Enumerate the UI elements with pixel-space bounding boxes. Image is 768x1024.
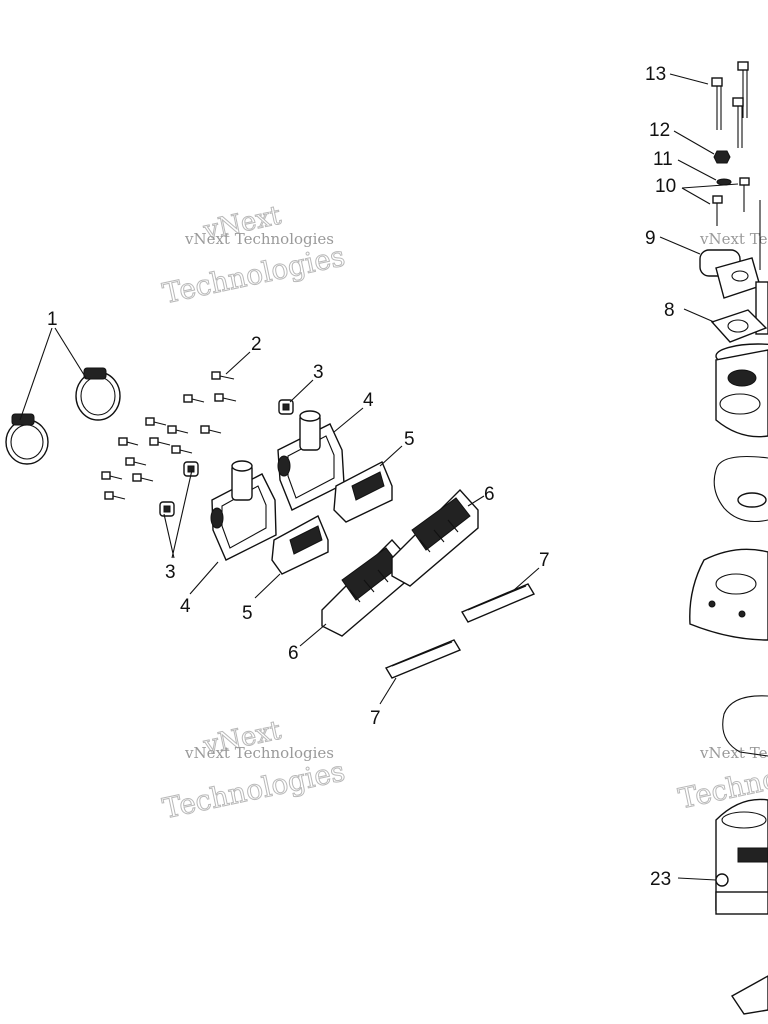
- callout-8: 8: [664, 300, 675, 321]
- nut-washer: [713, 150, 732, 186]
- callout-4-upper: 4: [363, 390, 374, 411]
- base-gasket: [722, 695, 768, 757]
- callout-1: 1: [47, 309, 58, 330]
- plug-fitting: [715, 873, 729, 887]
- fitting-upper: [278, 399, 294, 415]
- hose-clamp-lower: [5, 413, 49, 465]
- callout-6-upper: 6: [484, 484, 495, 505]
- reed-block-lower: [321, 538, 411, 637]
- reed-spacer-upper: [333, 461, 393, 523]
- watermark-top-left: vNext vNext Technologies Technologies: [159, 200, 348, 311]
- callout-3-upper: 3: [313, 362, 324, 383]
- svg-text:vNext Technologies: vNext Technologies: [184, 230, 334, 248]
- callout-5-upper: 5: [404, 429, 415, 450]
- callout-10: 10: [655, 176, 676, 197]
- head-bolts-long: [711, 61, 749, 148]
- hose-clamp-upper: [75, 367, 121, 421]
- crankcase-upper: [715, 798, 768, 915]
- callout-2: 2: [251, 334, 262, 355]
- callout-6-lower: 6: [288, 643, 299, 664]
- bottom-plate: [730, 975, 768, 1015]
- svg-text:vNext Te: vNext Te: [699, 230, 768, 248]
- svg-text:vNext Te: vNext Te: [699, 744, 768, 762]
- svg-text:Technologies: Technologies: [160, 239, 348, 310]
- head-gasket-ring: [713, 455, 768, 523]
- thermostat-gasket: [710, 309, 768, 343]
- bolt-group: [101, 371, 237, 500]
- callout-11: 11: [653, 149, 673, 170]
- reed-plate-lower: [384, 639, 462, 679]
- callout-13: 13: [645, 64, 666, 85]
- callout-4-lower: 4: [180, 596, 191, 617]
- reed-spacer-lower: [271, 515, 329, 575]
- leader-lines: [19, 73, 739, 881]
- adaptor-flange-lower: [210, 460, 277, 561]
- thermostat-housing: [699, 249, 768, 335]
- callout-labels: 1 2 3 3 4 4 5 5 6 6 7 7 8 9 10 11 12 13 …: [47, 64, 676, 890]
- cylinder-block: [689, 548, 768, 641]
- callout-7-lower: 7: [370, 708, 381, 729]
- cylinder-head: [715, 343, 768, 438]
- adaptor-flange-upper: [277, 410, 345, 511]
- reed-plate-upper: [460, 583, 536, 623]
- fitting-lower: [159, 501, 175, 517]
- callout-5-lower: 5: [242, 603, 253, 624]
- callout-7-upper: 7: [539, 550, 550, 571]
- callout-23: 23: [650, 869, 671, 890]
- reed-block-upper: [391, 488, 479, 587]
- watermark-bottom-left: vNext vNext Technologies Technologies: [159, 715, 348, 826]
- fitting-middle: [183, 461, 199, 477]
- callout-3-lower: 3: [165, 562, 176, 583]
- callout-12: 12: [649, 120, 670, 141]
- svg-text:Technologies: Technologies: [160, 754, 348, 825]
- callout-9: 9: [645, 228, 656, 249]
- svg-text:vNext Technologies: vNext Technologies: [184, 744, 334, 762]
- head-bolts-short: [712, 177, 761, 270]
